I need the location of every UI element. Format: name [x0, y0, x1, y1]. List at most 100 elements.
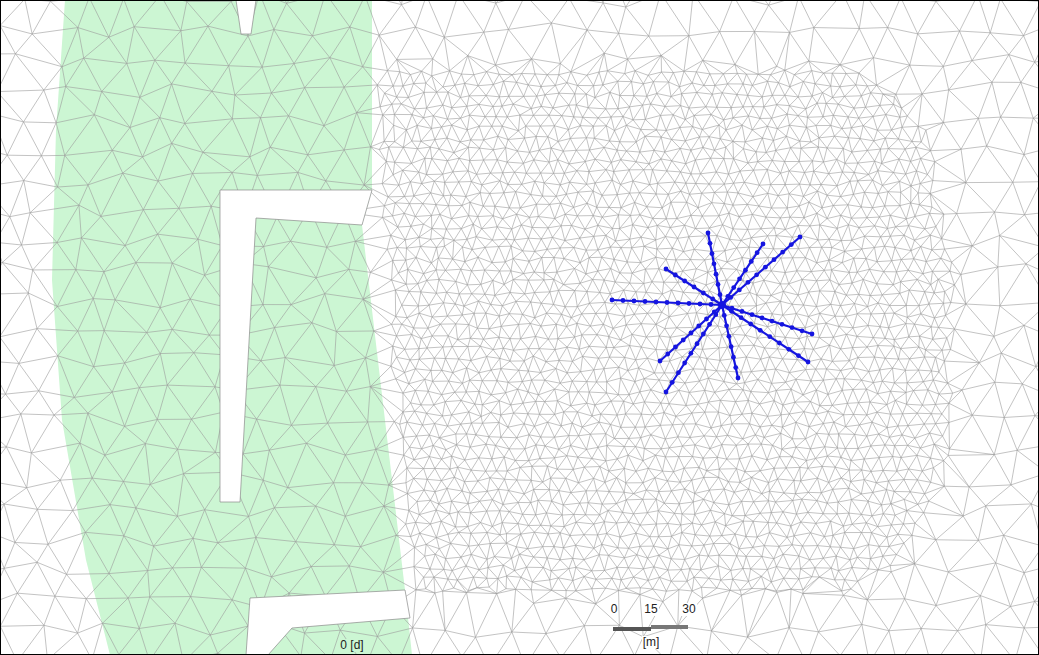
well-node [750, 312, 755, 317]
well-node [770, 319, 775, 324]
well-node [749, 259, 754, 264]
well-node [722, 313, 727, 318]
well-node [654, 300, 659, 305]
well-node [687, 301, 692, 306]
well-node [664, 390, 669, 395]
well-node [673, 273, 678, 278]
well-node [724, 323, 729, 328]
unmeshed-gap [246, 590, 410, 655]
well-node [676, 370, 681, 375]
scale-tick-label: 0 [610, 603, 619, 616]
well-node [772, 257, 777, 262]
well-node [806, 360, 811, 365]
well-node [664, 267, 669, 272]
well-node [729, 309, 734, 314]
well-ray [722, 305, 808, 362]
well-node [610, 298, 615, 303]
well-node [643, 299, 648, 304]
well-ray [708, 233, 722, 305]
well-node [713, 312, 718, 317]
well-node [632, 299, 637, 304]
well-node [708, 241, 713, 246]
well-node [739, 315, 744, 320]
well-node [709, 302, 714, 307]
well-node [796, 353, 801, 358]
well-node [731, 355, 736, 360]
well-node [740, 309, 745, 314]
well-node [712, 261, 717, 266]
well-node [790, 325, 795, 330]
well-node [658, 359, 663, 364]
well-node [789, 242, 794, 247]
well-node [780, 322, 785, 327]
well-node [777, 341, 782, 346]
well-node [758, 328, 763, 333]
well-node [688, 351, 693, 356]
well-node [696, 324, 701, 329]
well-ray [722, 237, 800, 305]
well-node [718, 292, 723, 297]
scale-bar [651, 625, 688, 629]
well-ray [722, 305, 738, 378]
well-node [748, 322, 753, 327]
well-node [737, 287, 742, 292]
well-node [670, 380, 675, 385]
well-node [800, 328, 805, 333]
well-node [689, 331, 694, 336]
well-node [754, 272, 759, 277]
well-node [673, 345, 678, 350]
well-center [718, 301, 726, 309]
well-node [710, 251, 715, 256]
well-node [760, 315, 765, 320]
well-node [710, 297, 715, 302]
well-node [706, 231, 711, 236]
well-node [698, 302, 703, 307]
well-node [707, 322, 712, 327]
unmeshed-gap [220, 190, 372, 502]
well-node [755, 250, 760, 255]
well-ray [666, 269, 722, 305]
well-node [761, 242, 766, 247]
well-ray [722, 244, 763, 305]
well-node [767, 334, 772, 339]
well-node [728, 295, 733, 300]
well-node [737, 276, 742, 281]
scale-tick-label: 15 [643, 603, 658, 616]
scale-tick-label: 30 [681, 603, 696, 616]
unmeshed-gap [236, 0, 256, 34]
well-node [733, 365, 738, 370]
well-rays [610, 231, 815, 395]
well-node [695, 341, 700, 346]
well-node [665, 352, 670, 357]
well-node [729, 344, 734, 349]
well-node [743, 268, 748, 273]
well-node [780, 250, 785, 255]
model-domain-fill [52, 0, 412, 655]
well-node [716, 282, 721, 287]
well-ray [722, 305, 812, 334]
well-node [681, 338, 686, 343]
well-node [763, 265, 768, 270]
well-node [810, 332, 815, 337]
well-node [682, 361, 687, 366]
well-node [682, 279, 687, 284]
well-node [714, 272, 719, 277]
well-node [665, 300, 670, 305]
well-ray [666, 305, 722, 392]
well-ray [660, 305, 722, 361]
well-node [692, 285, 697, 290]
well-node [676, 301, 681, 306]
well-node [736, 376, 741, 381]
well-ray [612, 300, 722, 305]
well-node [731, 285, 736, 290]
well-node [621, 298, 626, 303]
well-node [704, 317, 709, 322]
scale-bar [613, 627, 651, 631]
well-node [746, 280, 751, 285]
well-node [798, 235, 803, 240]
well-node [701, 291, 706, 296]
well-node [701, 332, 706, 337]
